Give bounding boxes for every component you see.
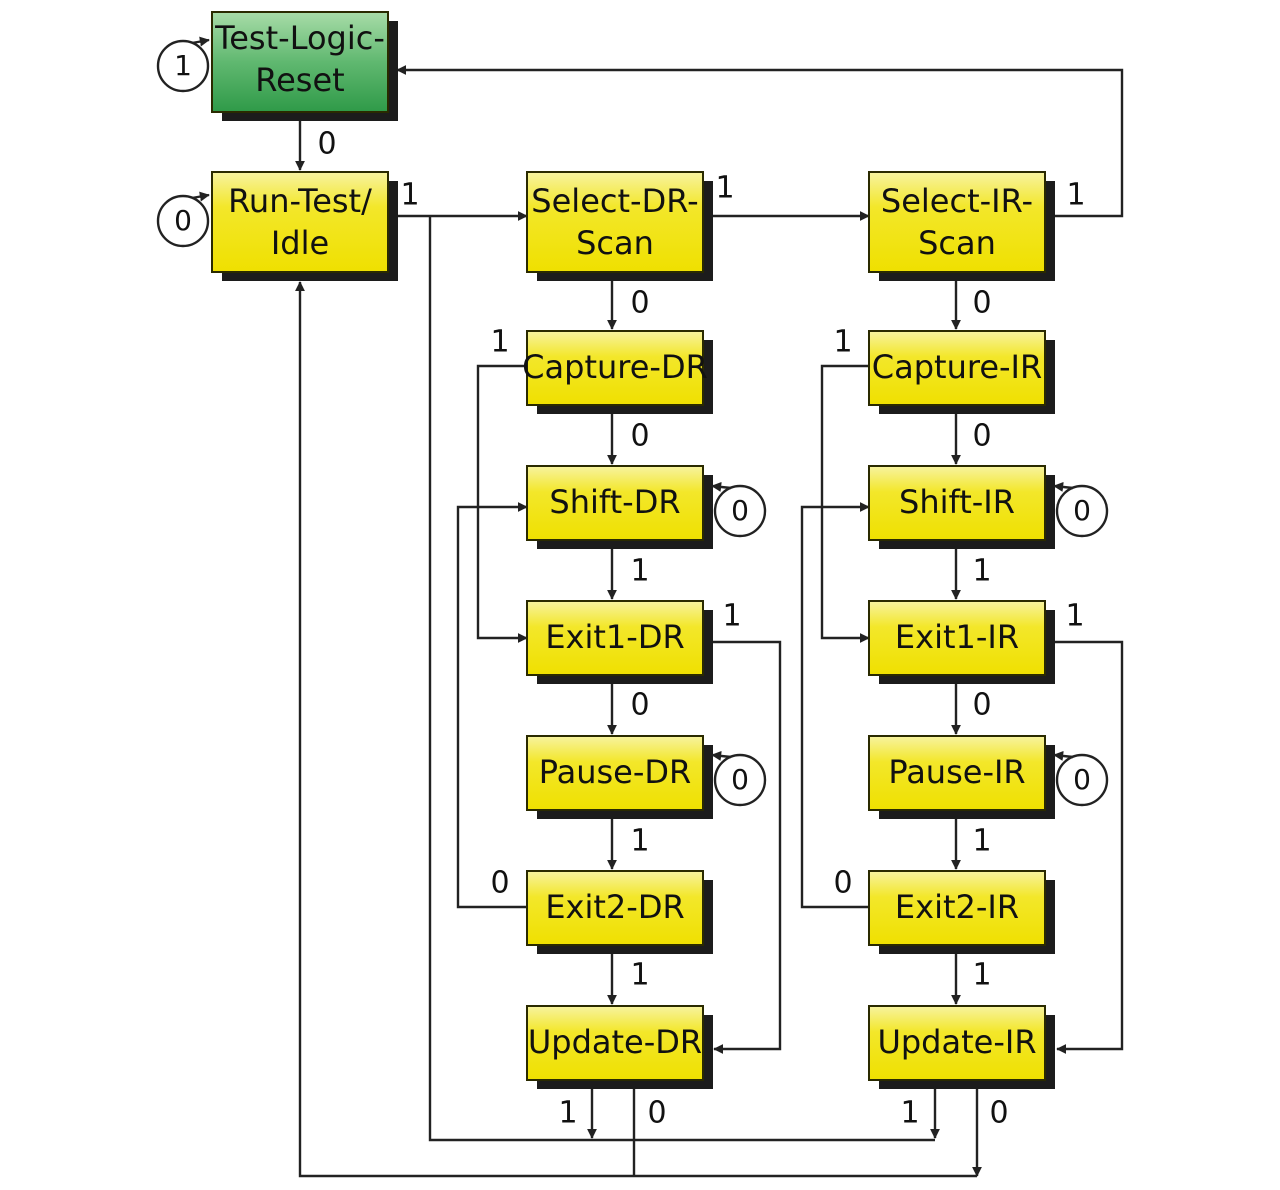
edge-sir-to-tlr [396, 65, 1124, 218]
transition-label: 0 [989, 1096, 1008, 1131]
transition-label: 0 [833, 866, 852, 901]
transition-label: 1 [900, 1096, 919, 1131]
transition-label: 1 [1066, 178, 1085, 213]
transition-label: 1 [972, 824, 991, 859]
edge-e2dr-to-shdr [456, 502, 528, 909]
state-update-ir: Update-IR [868, 1005, 1046, 1081]
state-pause-dr: Pause-DR [526, 735, 704, 811]
state-label: Test-Logic- [214, 19, 385, 57]
transition-label: 0 [972, 419, 991, 454]
self-loop-pause-dr: 0 [711, 750, 767, 807]
transition-label: 0 [174, 204, 192, 237]
state-update-dr: Update-DR [526, 1005, 704, 1081]
transition-label: 1 [972, 958, 991, 993]
state-label: Reset [255, 61, 344, 99]
transition-label: 1 [400, 178, 419, 213]
transition-label: 1 [490, 325, 509, 360]
edge-e2ir-to-shir [800, 502, 870, 909]
edge-e1dr-to-udr [703, 640, 782, 1054]
transition-label: 1 [715, 171, 734, 206]
state-pause-ir: Pause-IR [868, 735, 1046, 811]
transition-label: 0 [630, 688, 649, 723]
state-run-test-idle: Run-Test/ Idle [211, 171, 389, 273]
state-label: Shift-DR [549, 483, 680, 521]
edge-bus0-to-rti [295, 281, 977, 1178]
state-capture-ir: Capture-IR [868, 330, 1046, 406]
state-label: Run-Test/ [228, 182, 372, 220]
state-label: Capture-DR [522, 348, 708, 386]
transition-label: 1 [174, 49, 192, 82]
state-label: Exit2-DR [545, 888, 684, 926]
edge-cdr-to-e1dr [476, 364, 528, 643]
state-shift-ir: Shift-IR [868, 465, 1046, 541]
transition-label: 0 [317, 127, 336, 162]
state-exit2-dr: Exit2-DR [526, 870, 704, 946]
state-exit1-dr: Exit1-DR [526, 600, 704, 676]
transition-label: 0 [630, 286, 649, 321]
transition-label: 1 [630, 824, 649, 859]
state-label: Pause-IR [888, 753, 1025, 791]
state-label: Select-IR- [881, 182, 1033, 220]
self-loop-rti: 0 [156, 191, 210, 248]
state-label: Exit1-DR [545, 618, 684, 656]
self-loop-shift-dr: 0 [711, 481, 767, 538]
state-exit2-ir: Exit2-IR [868, 870, 1046, 946]
state-select-ir-scan: Select-IR- Scan [868, 171, 1046, 273]
edge-cir-to-e1ir [820, 364, 870, 643]
state-label: Scan [918, 224, 996, 262]
transition-label: 1 [833, 325, 852, 360]
state-label: Select-DR- [531, 182, 698, 220]
state-label: Update-IR [877, 1023, 1036, 1061]
transition-label: 0 [1073, 494, 1091, 527]
state-label: Shift-IR [899, 483, 1015, 521]
transition-label: 0 [731, 494, 749, 527]
edge-e1ir-to-uir [1046, 640, 1124, 1054]
state-label: Capture-IR [872, 348, 1042, 386]
state-test-logic-reset: Test-Logic- Reset [211, 11, 389, 113]
state-label: Pause-DR [539, 753, 692, 791]
transition-label: 1 [1065, 599, 1084, 634]
transition-label: 1 [630, 554, 649, 589]
state-label: Scan [576, 224, 654, 262]
state-shift-dr: Shift-DR [526, 465, 704, 541]
transition-label: 1 [630, 958, 649, 993]
state-exit1-ir: Exit1-IR [868, 600, 1046, 676]
state-label: Exit1-IR [895, 618, 1019, 656]
transition-label: 0 [972, 286, 991, 321]
self-loop-shift-ir: 0 [1053, 481, 1109, 538]
transition-label: 1 [722, 599, 741, 634]
transition-label: 0 [490, 866, 509, 901]
transition-label: 1 [972, 554, 991, 589]
self-loop-pause-ir: 0 [1053, 750, 1109, 807]
transition-label: 0 [1073, 763, 1091, 796]
transition-label: 0 [731, 763, 749, 796]
state-label: Update-DR [528, 1023, 702, 1061]
state-capture-dr: Capture-DR [522, 330, 708, 406]
transition-label: 0 [630, 419, 649, 454]
state-label: Idle [271, 224, 329, 262]
state-select-dr-scan: Select-DR- Scan [526, 171, 704, 273]
edge-bus1-to-sdr [428, 216, 935, 1142]
transition-label: 0 [972, 688, 991, 723]
state-label: Exit2-IR [895, 888, 1019, 926]
transition-label: 1 [558, 1096, 577, 1131]
self-loop-tlr: 1 [156, 36, 210, 93]
transition-label: 0 [647, 1096, 666, 1131]
